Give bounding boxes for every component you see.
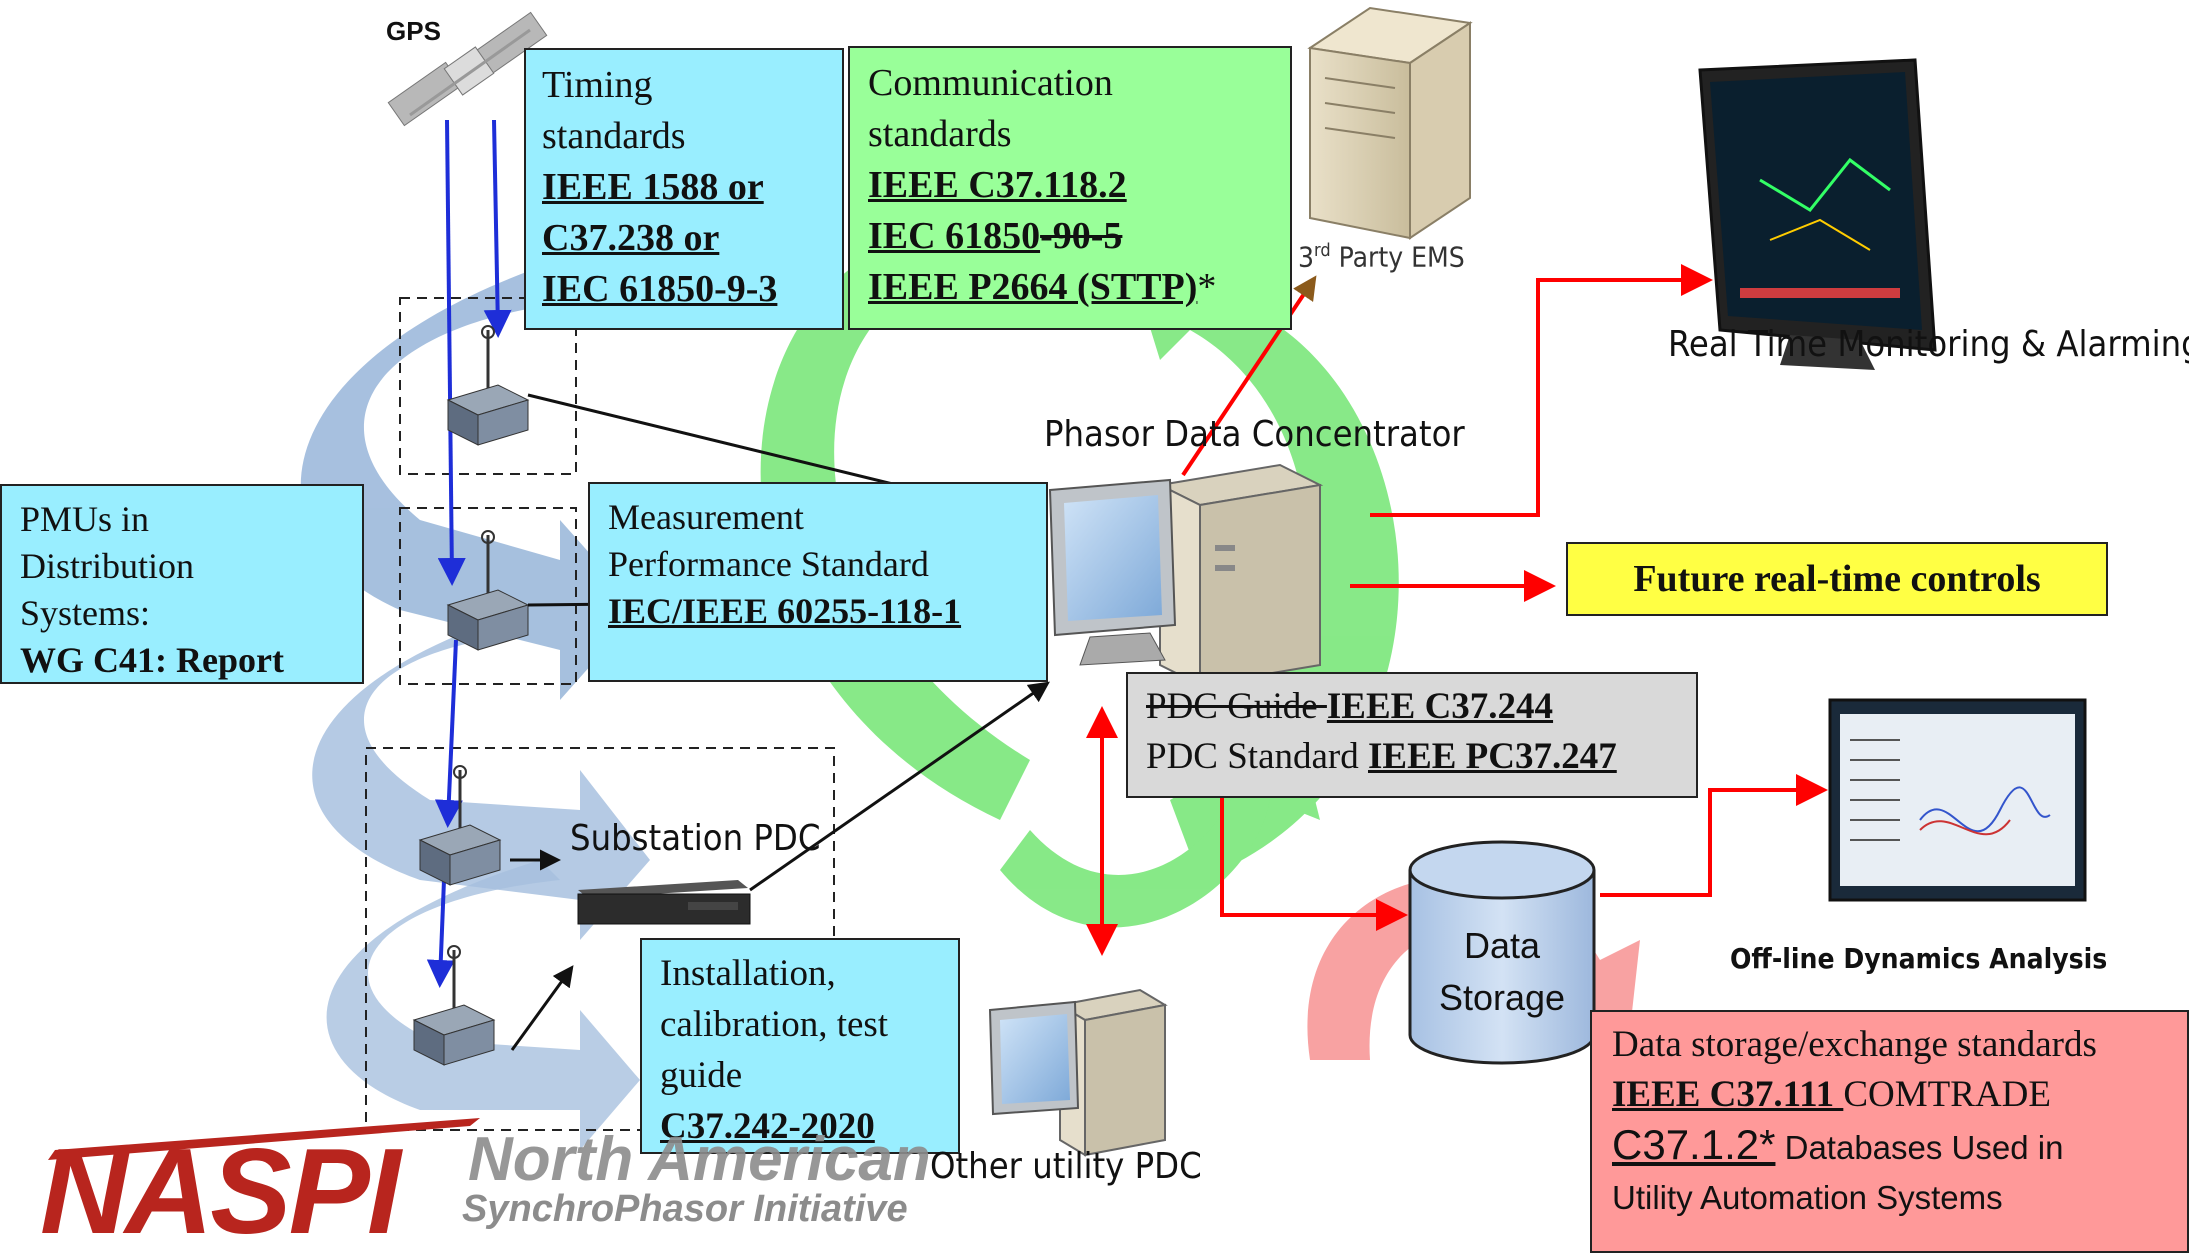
communication-standard-2-main: IEC 61850: [868, 215, 1041, 257]
offline-analysis-display-icon: [1828, 698, 2087, 902]
pmu-distribution-box: PMUs in Distribution Systems: WG C41: Re…: [0, 484, 364, 684]
pmu-distribution-line-3: Systems:: [20, 593, 151, 633]
pmu-device-icon: [418, 765, 502, 886]
timing-standard-1: IEEE 1588 or: [542, 166, 764, 208]
storage-standards-automation: Utility Automation Systems: [1612, 1179, 2003, 1216]
pdc-guide-standard: IEEE C37.244: [1326, 686, 1554, 727]
pdc-guide-prefix: PDC Guide: [1146, 686, 1327, 727]
storage-standards-box: Data storage/exchange standards IEEE C37…: [1590, 1010, 2189, 1253]
installation-standard: C37.242-2020: [660, 1106, 875, 1147]
pdc-standard-line: PDC Standard IEEE PC37.247: [1146, 732, 1678, 782]
pmu-distribution-line-2: Distribution: [20, 546, 195, 586]
communication-title-2: standards: [868, 113, 1012, 155]
gps-timing-arrows: [426, 119, 512, 988]
pmu-dashed-groups: [365, 297, 835, 1131]
blue-spiral-arrows: [300, 260, 650, 1150]
future-controls-box: Future real-time controls: [1566, 542, 2108, 616]
pdc-guide-line: PDC Guide IEEE C37.244: [1146, 682, 1678, 732]
ems-label-text: Party EMS: [1330, 240, 1465, 274]
timing-title-1: Timing: [542, 64, 653, 106]
storage-standards-c3712: C37.1.2*: [1612, 1121, 1776, 1168]
installation-line-2: calibration, test: [660, 1004, 889, 1045]
red-flow-arrows: [1086, 264, 1828, 956]
naspi-logo-north-american: North American: [468, 1125, 931, 1194]
storage-standards-title: Data storage/exchange standards: [1612, 1024, 2097, 1065]
timing-standard-2: C37.238 or: [542, 217, 720, 259]
ems-label-number: 3: [1298, 240, 1315, 274]
communication-title-1: Communication: [868, 62, 1113, 104]
communication-standard-3-main: IEEE P2664 (STTP): [868, 266, 1198, 308]
measurement-standard: IEC/IEEE 60255-118-1: [608, 591, 962, 631]
pmu-distribution-report: WG C41: Report: [20, 640, 284, 680]
pmu-distribution-line-1: PMUs in: [20, 499, 150, 539]
data-storage-label-1: Data: [1463, 925, 1541, 966]
pdc-computer-icon: [1048, 463, 1324, 687]
gps-satellite-icon: [387, 11, 548, 127]
communication-standard-2: IEC 61850-90-5: [868, 211, 1272, 262]
data-storage-cylinder: [1408, 840, 1596, 1065]
pdc-guide-box: PDC Guide IEEE C37.244 PDC Standard IEEE…: [1126, 672, 1698, 798]
ems-label: 3rd Party EMS: [1298, 240, 1465, 273]
data-storage-label: Data Storage: [1410, 920, 1594, 1024]
other-pdc-label: Other utility PDC: [930, 1146, 1202, 1187]
other-pdc-computer-icon: [988, 988, 1168, 1157]
pmu-device-icon: [412, 945, 496, 1066]
offline-analysis-label: Off-line Dynamics Analysis: [1730, 942, 2108, 975]
monitoring-display-icon: [1698, 58, 1937, 370]
pmu-device-icon: [446, 530, 530, 651]
naspi-logo: NASPI: [40, 1123, 401, 1253]
data-storage-label-2: Storage: [1438, 977, 1566, 1018]
communication-standard-2-struck: -90-5: [1040, 215, 1123, 257]
storage-standards-comtrade-text: COMTRADE: [1843, 1074, 2051, 1115]
substation-pdc-label: Substation PDC: [570, 818, 821, 859]
communication-standard-1: IEEE C37.118.2: [868, 164, 1127, 206]
timing-title-2: standards: [542, 115, 686, 157]
pdc-label: Phasor Data Concentrator: [1044, 414, 1465, 455]
pdc-standard-prefix: PDC Standard: [1146, 736, 1368, 777]
installation-guide-box: Installation, calibration, test guide C3…: [640, 938, 960, 1154]
ems-server-icon: [1307, 6, 1473, 240]
installation-line-3: guide: [660, 1055, 743, 1096]
storage-standards-databases-text: Databases Used in: [1775, 1129, 2064, 1166]
ems-label-sup: rd: [1314, 240, 1331, 261]
storage-standards-databases: C37.1.2* Databases Used in: [1612, 1120, 2167, 1173]
timing-standard-3: IEC 61850-9-3: [542, 268, 778, 310]
naspi-logo-synchrophasor: SynchroPhasor Initiative: [462, 1188, 908, 1230]
measurement-line-2: Performance Standard: [608, 544, 929, 584]
pdc-standard-number: IEEE PC37.247: [1368, 736, 1617, 777]
naspi-logo-swoosh: [48, 1118, 480, 1160]
monitoring-label: Real Time Monitoring & Alarming: [1668, 324, 2189, 365]
pmu-device-icon: [446, 325, 530, 446]
substation-pdc-icon: [577, 880, 751, 925]
installation-line-1: Installation,: [660, 953, 836, 994]
communication-standard-3-star: *: [1197, 266, 1217, 308]
timing-standards-box: Timing standards IEEE 1588 or C37.238 or…: [524, 48, 844, 330]
storage-standards-c37111: IEEE C37.111: [1612, 1074, 1844, 1115]
measurement-standard-box: Measurement Performance Standard IEC/IEE…: [588, 482, 1048, 682]
gps-label: GPS: [386, 16, 441, 46]
measurement-line-1: Measurement: [608, 497, 804, 537]
communication-standards-box: Communication standards IEEE C37.118.2 I…: [848, 46, 1292, 330]
communication-standard-3: IEEE P2664 (STTP)*: [868, 262, 1272, 313]
storage-standards-comtrade: IEEE C37.111 COMTRADE: [1612, 1070, 2167, 1120]
